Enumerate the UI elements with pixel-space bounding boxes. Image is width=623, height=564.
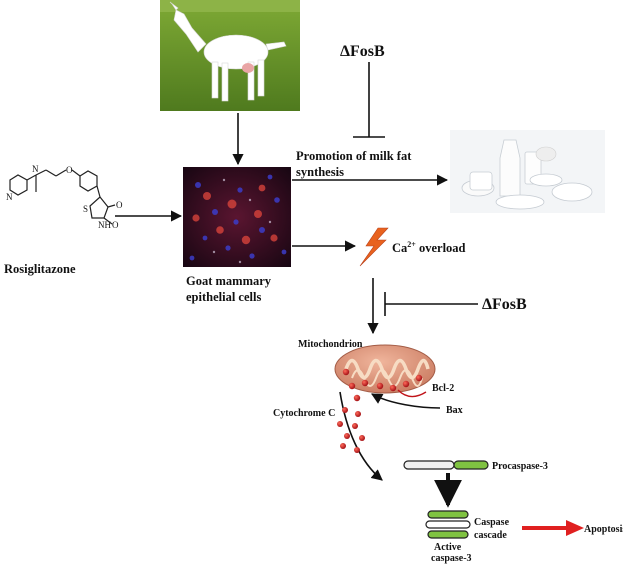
caspase-cascade-label-line2: cascade [474, 530, 507, 541]
atom-o-1: O [116, 200, 123, 210]
atom-n-pyridine: N [6, 192, 13, 202]
apoptosis-label: Apoptosis [584, 524, 623, 535]
arrow-cytochrome-release [339, 391, 383, 481]
bax-label: Bax [446, 405, 463, 416]
active-caspase-label-line2: caspase-3 [431, 553, 472, 564]
milk-fat-label-line1: Promotion of milk fat [296, 149, 412, 163]
arrow-to-apoptosis-head [566, 520, 584, 536]
rosiglitazone-atom-labels: N N O S O NH O [6, 164, 123, 230]
cytochrome-c-label: Cytochrome C [273, 408, 335, 419]
atom-o-2: O [112, 220, 119, 230]
mitochondrion [334, 344, 436, 398]
cytochrome-c-particles [337, 368, 423, 453]
atom-n-amine: N [32, 164, 39, 174]
mitochondrion-label: Mitochondrion [298, 339, 363, 350]
rosiglitazone-structure [9, 169, 116, 225]
procaspase-3-label: Procaspase-3 [492, 461, 548, 472]
goat-cells-label-line2: epithelial cells [186, 290, 261, 304]
lightning-icon [359, 227, 389, 267]
milk-fat-label-line2: synthesis [296, 165, 344, 179]
goat-photo [160, 0, 300, 111]
bcl2-label: Bcl-2 [432, 383, 454, 394]
goat-cells-label-line1: Goat mammary [186, 274, 272, 288]
fosb-right-label: ΔFosB [482, 296, 527, 313]
arrow-bax-to-mitochondrion [371, 393, 441, 409]
milk-products-photo [450, 130, 605, 213]
cell-micrograph [183, 167, 291, 267]
fosb-top-label: ΔFosB [340, 43, 385, 60]
rosiglitazone-label: Rosiglitazone [4, 262, 76, 276]
active-caspase-label-line1: Active [434, 542, 462, 553]
atom-s: S [83, 204, 88, 214]
calcium-overload-label: Ca2+ overload [392, 240, 466, 255]
procaspase-3-bar [403, 460, 489, 470]
atom-nh: NH [98, 220, 111, 230]
active-caspase-3 [425, 510, 471, 539]
pathway-arrows [115, 62, 478, 481]
caspase-cascade-label-line1: Caspase [474, 517, 510, 528]
atom-o-ether: O [66, 165, 73, 175]
